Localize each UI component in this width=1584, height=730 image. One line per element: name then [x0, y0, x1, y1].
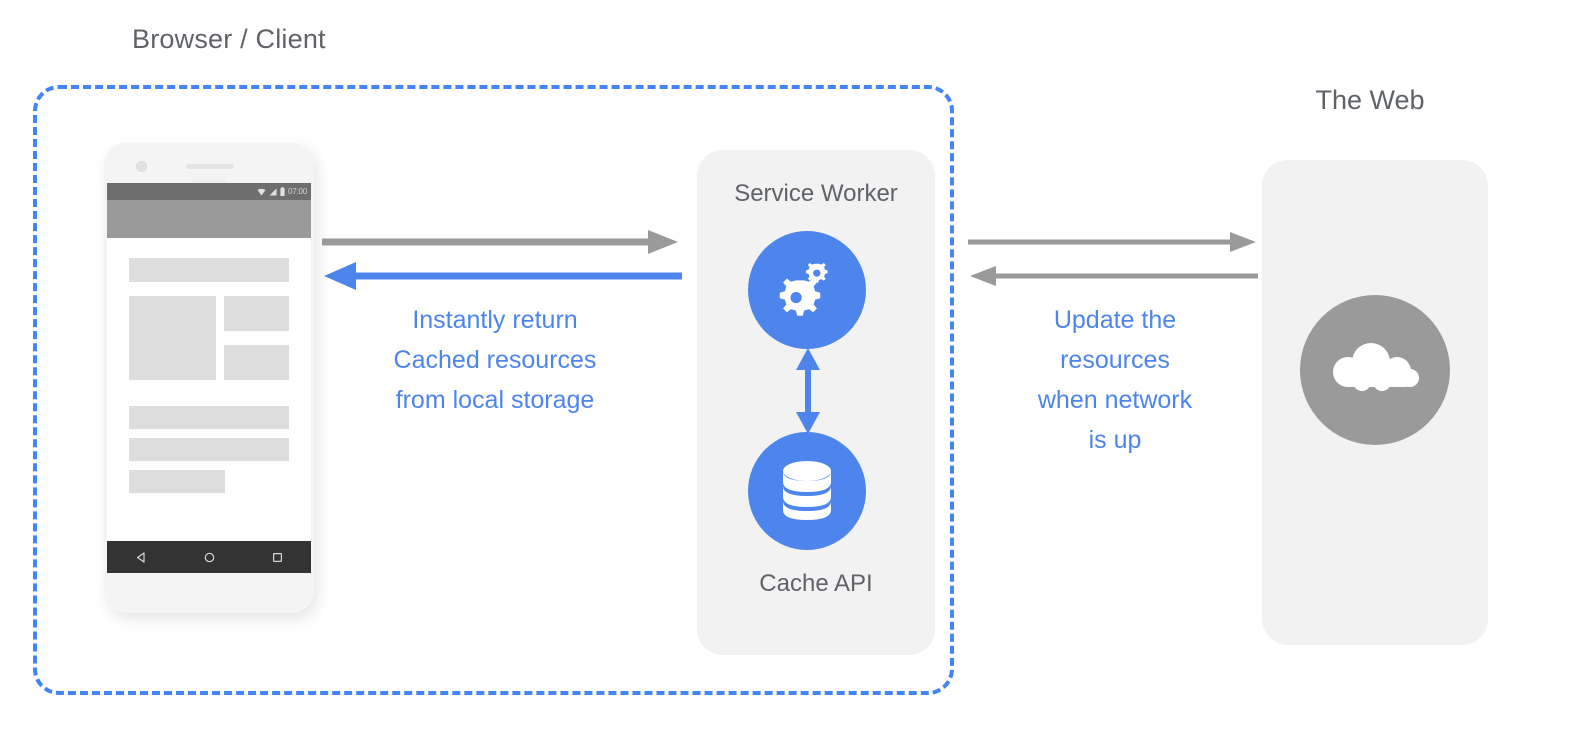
cloud-icon [1333, 343, 1419, 391]
gears-icon-badge[interactable] [748, 231, 866, 349]
phone-speaker-grill [186, 164, 234, 169]
phone-screen: 07:00 [107, 183, 311, 573]
browser-client-region [33, 85, 954, 695]
cached-response-arrow [324, 262, 682, 290]
cloud-icon-badge[interactable] [1300, 295, 1450, 445]
content-image-block [129, 296, 216, 380]
content-row-block-short [129, 470, 225, 493]
back-icon[interactable] [135, 551, 148, 564]
battery-icon [280, 187, 285, 196]
service-worker-title: Service Worker [734, 180, 898, 207]
database-icon-badge[interactable] [748, 432, 866, 550]
home-icon[interactable] [203, 551, 216, 564]
content-row-block [129, 438, 289, 461]
database-icon [783, 461, 831, 520]
phone-mockup: 07:00 [104, 143, 314, 615]
network-update-callout: Update the resources when network is up [1037, 306, 1193, 454]
phone-camera-icon [136, 161, 147, 172]
content-card-stack [224, 296, 289, 380]
request-arrow [322, 230, 678, 254]
the-web-label: The Web [1315, 85, 1425, 115]
phone-content-area [107, 238, 311, 518]
content-card-block [224, 296, 289, 331]
recents-icon[interactable] [271, 551, 284, 564]
content-hero-block [129, 258, 289, 282]
network-response-arrow [970, 266, 1258, 286]
phone-body: 07:00 [104, 143, 314, 613]
content-row-block [129, 406, 289, 429]
browser-client-label: Browser / Client [132, 24, 326, 54]
phone-nav-bar [107, 541, 311, 573]
cached-response-callout: Instantly return Cached resources from l… [393, 306, 597, 414]
network-request-arrow [968, 232, 1256, 252]
browser-to-service-worker-flows [322, 230, 682, 290]
content-card-block [224, 345, 289, 380]
signal-icon [269, 188, 277, 195]
status-bar-time: 07:00 [287, 187, 307, 196]
phone-status-bar: 07:00 [107, 183, 311, 200]
service-worker-cache-link-arrow [796, 348, 820, 434]
phone-brand-mark [192, 177, 226, 185]
content-mid-row [129, 296, 289, 380]
cache-api-title: Cache API [759, 570, 873, 597]
gears-icon [779, 262, 828, 316]
content-row-stack [129, 406, 289, 493]
wifi-icon [257, 188, 266, 195]
service-worker-to-web-flows [968, 232, 1258, 286]
phone-app-bar [107, 200, 311, 238]
